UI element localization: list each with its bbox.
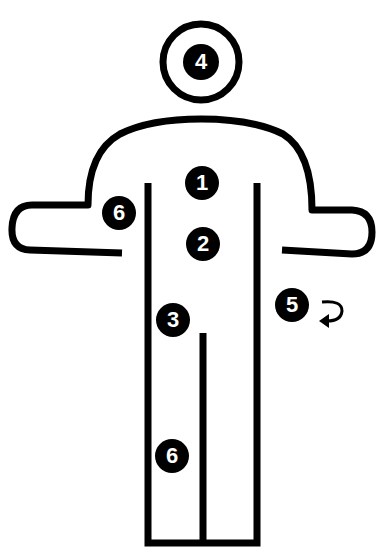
callout-number: 1 (185, 166, 219, 200)
callout-number: 6 (102, 196, 136, 230)
torso-legs-outline (148, 183, 257, 543)
callout-marker (102, 196, 136, 230)
callout-number: 6 (155, 439, 189, 473)
rotation-arrowhead (319, 314, 329, 328)
head-outline (163, 24, 239, 100)
callout-number: 3 (156, 303, 190, 337)
callout-number: 2 (186, 227, 220, 261)
callout-markers (102, 44, 309, 473)
callout-marker (183, 44, 219, 80)
callout-marker (185, 166, 219, 200)
callout-number: 5 (275, 288, 309, 322)
callout-marker (186, 227, 220, 261)
callout-number: 4 (184, 45, 218, 79)
callout-marker (275, 288, 309, 322)
callout-marker (155, 439, 189, 473)
callout-marker (156, 303, 190, 337)
leg-divider (200, 333, 207, 543)
